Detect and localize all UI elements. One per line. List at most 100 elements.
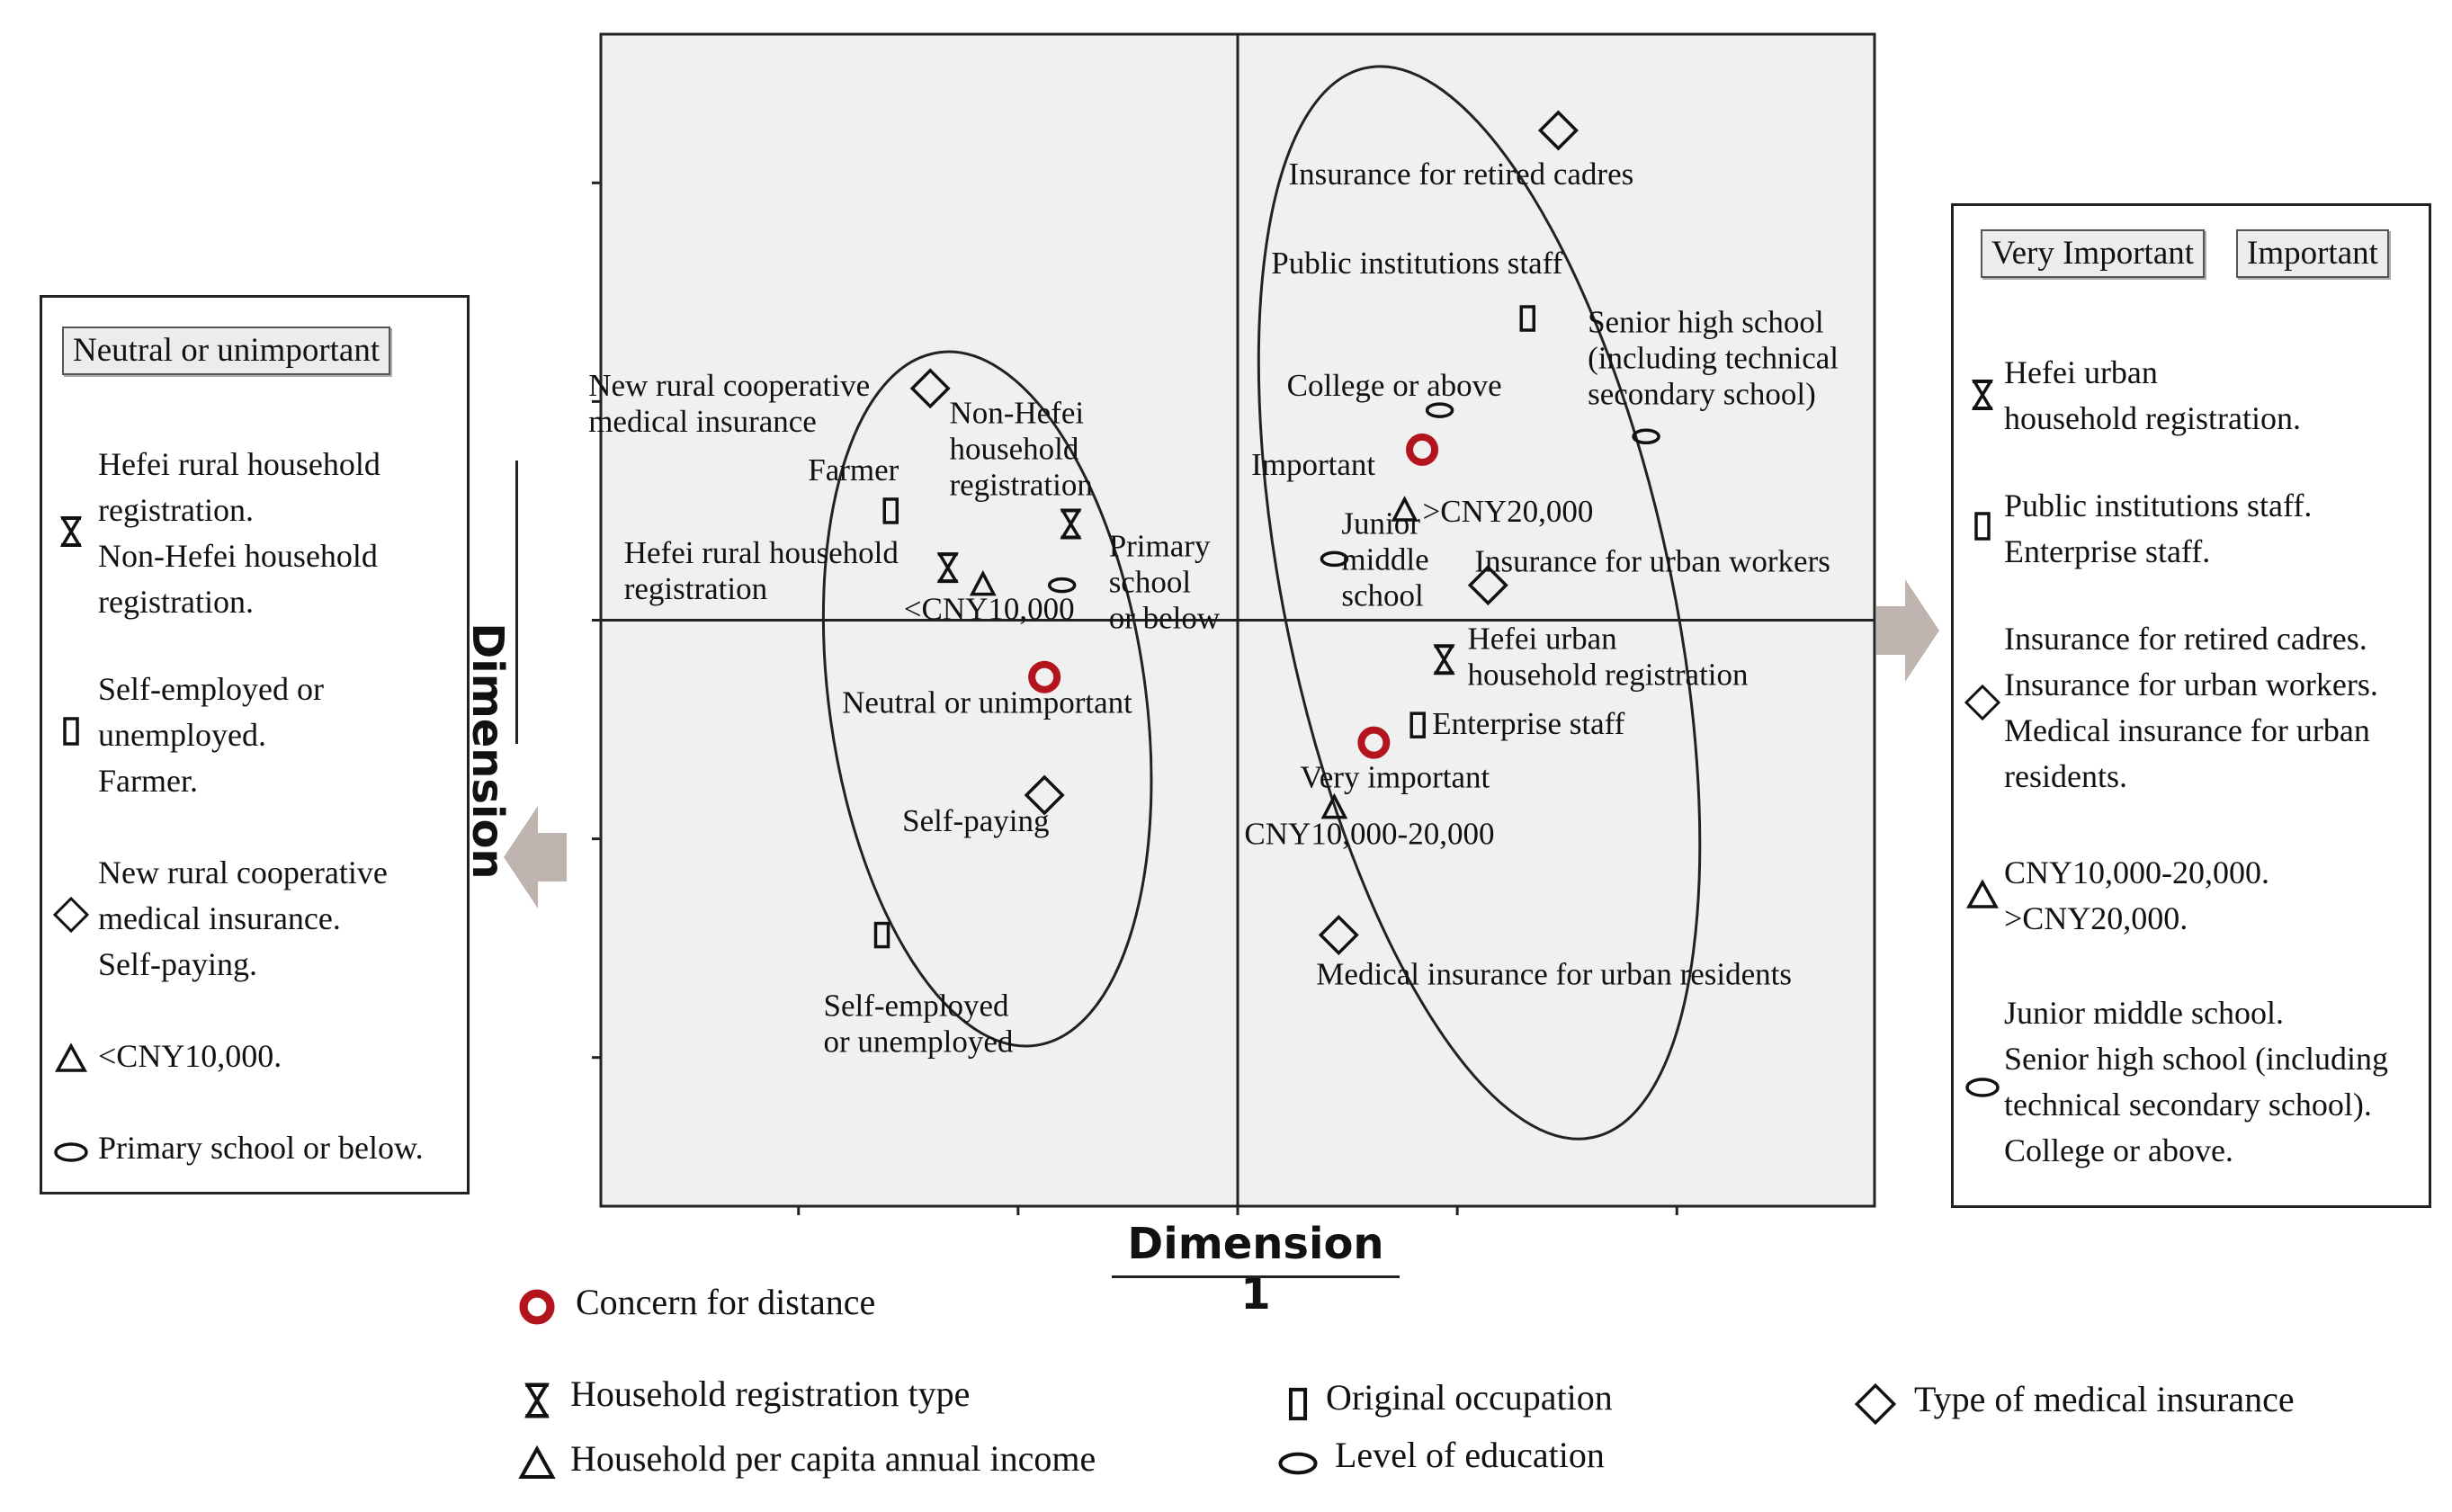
point-label: Medical insurance for urban residents [1316,957,1792,992]
diamond-icon [1855,1383,1896,1425]
rect-icon [63,717,79,746]
legend-line: <CNY10,000. [98,1038,282,1074]
legend-line: Primary school or below. [98,1130,424,1166]
rect-marker [1519,305,1536,332]
hourglass-marker [936,552,959,584]
ring-red-shape [1028,660,1061,693]
hourglass-marker [1060,508,1082,540]
diamond-marker [1024,774,1065,816]
ellipse-icon [54,1142,88,1162]
ellipse-shape [1320,550,1349,568]
point-label: Neutral or unimportant [842,685,1132,720]
legend-line: medical insurance. [98,900,341,936]
legend-line: Farmer. [98,763,198,799]
right-arrow-icon [1876,579,1939,682]
right-panel-item: Public institutions staff.Enterprise sta… [2004,483,2312,575]
bottom-legend-label: Original occupation [1326,1377,1613,1418]
diamond-shape [1467,565,1508,606]
point-label-line: school [1341,577,1424,613]
triangle-marker [1391,496,1418,522]
left-arrow-icon [504,806,567,908]
cluster-ellipse-1 [821,350,1153,1048]
ellipse-marker [1320,550,1349,568]
point-label-line: Farmer [808,452,899,488]
point-label-line: Public institutions staff [1271,246,1562,281]
triangle-marker [1320,792,1348,819]
ring-red-marker [1028,660,1061,693]
point-label-line: Very important [1300,760,1490,795]
right-panel-item: Junior middle school.Senior high school … [2004,990,2388,1174]
rect-shape [1519,305,1536,332]
point-label-line: Insurance for urban workers [1474,544,1830,579]
point-label-line: household [949,432,1078,467]
point-label-line: New rural cooperative [588,368,870,403]
left-panel-item: Primary school or below. [98,1125,424,1171]
legend-line: registration. [98,584,254,620]
x-axis-title: Dimension 1 [1127,1219,1384,1320]
legend-line: unemployed. [98,717,266,753]
right-panel-item: Insurance for retired cadres.Insurance f… [2004,616,2378,800]
point-label-line: Medical insurance for urban residents [1316,957,1792,992]
point-label-line: Hefei urban [1467,621,1616,656]
legend-line: Enterprise staff. [2004,533,2211,569]
diamond-marker [1537,110,1579,151]
legend-line: Insurance for retired cadres. [2004,621,2367,657]
point-label: Enterprise staff [1432,706,1624,741]
triangle-shape [1320,792,1348,819]
point-label-line: College or above [1287,368,1502,403]
legend-line: Medical insurance for urban [2004,712,2370,748]
point-label-line: Important [1251,447,1375,482]
x-axis-title-underline [1112,1275,1400,1278]
ring-red-shape [1406,433,1439,466]
point-label-line: or unemployed [823,1024,1013,1060]
point-label-line: medical insurance [588,404,817,439]
legend-line: Hefei rural household [98,446,380,482]
diamond-icon [1964,684,2000,720]
point-label-line: >CNY20,000 [1423,494,1594,529]
ellipse-icon [1278,1452,1318,1475]
diamond-shape [1024,774,1065,816]
y-axis-title-underline [515,461,518,744]
point-label: Self-paying [902,803,1049,838]
diamond-icon [53,897,89,933]
ring-red-marker [1357,726,1391,759]
hourglass-icon [1971,380,1994,410]
rect-icon [1288,1387,1308,1421]
point-label-line: registration [624,571,767,606]
point-label-line: Senior high school [1588,304,1824,339]
diamond-marker [1467,565,1508,606]
ellipse-shape [1632,428,1660,445]
rect-shape [882,497,899,524]
legend-line: College or above. [2004,1132,2233,1168]
triangle-icon [518,1445,556,1479]
triangle-shape [969,569,997,596]
rect-shape [1409,711,1426,738]
point-label: CNY10,000-20,000 [1244,817,1494,852]
right-panel-item: Hefei urban household registration. [2004,350,2301,442]
rect-marker [882,497,899,524]
point-label: Important [1251,447,1375,482]
diamond-shape [1537,110,1579,151]
point-label-line: Junior [1341,505,1420,541]
point-label: Insurance for urban workers [1474,544,1830,579]
legend-line: household registration. [2004,400,2301,436]
point-label: College or above [1287,368,1502,403]
point-label-line: Self-paying [902,803,1049,838]
legend-line: Hefei urban [2004,354,2158,390]
point-label-line: (including technical [1588,340,1839,375]
triangle-icon [1966,879,1999,908]
legend-line: Self-paying. [98,946,257,982]
legend-line: CNY10,000-20,000. [2004,854,2269,890]
bottom-legend-label: Level of education [1335,1435,1605,1475]
diamond-marker [1318,915,1359,956]
ellipse-marker [1425,402,1454,418]
point-label-line: <CNY10,000 [904,592,1075,627]
